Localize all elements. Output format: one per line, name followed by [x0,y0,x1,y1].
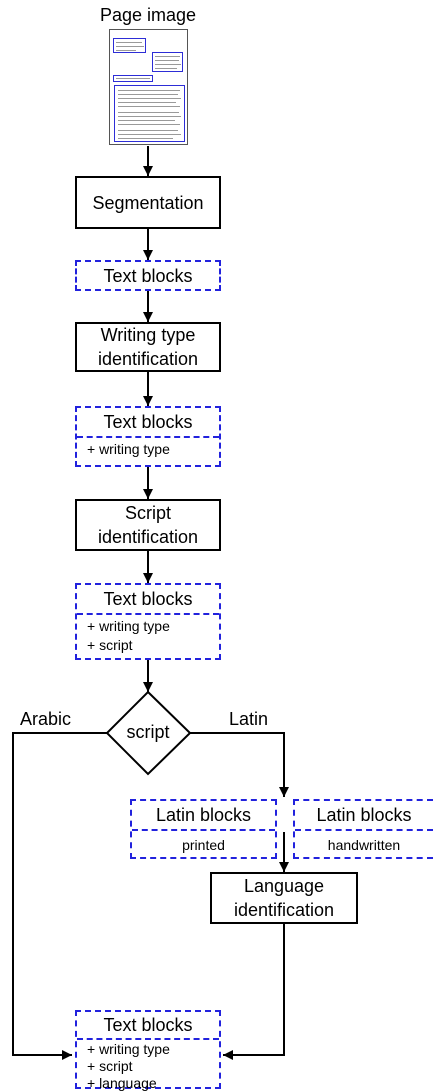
decision-label: script [126,722,170,742]
latin-blocks-handwritten-sub: handwritten [295,829,433,860]
latin-blocks-handwritten-title: Latin blocks [316,804,412,825]
latin-branch-label: Latin [229,709,269,729]
decision-diamond [105,690,192,776]
text-blocks-title-2: Text blocks [103,411,193,432]
latin-blocks-printed-box: Latin blocks printed [130,799,277,859]
latin-blocks-printed-sub: printed [132,829,275,860]
arrow-latin-branch [190,732,289,797]
text-blocks-box-2: Text blocks + writing type [75,406,221,467]
attribute-line: + writing type [87,441,170,457]
segmentation-box: Segmentation [75,176,221,229]
writing-type-identification-line-1: Writing type [100,325,196,345]
writing-type-identification-box: Writing type identification [75,322,221,372]
writing-type-identification-line-2: identification [97,349,199,369]
text-blocks-box-final: Text blocks + writing type + script + la… [75,1010,221,1091]
language-identification-line-1: Language [243,876,325,896]
text-blocks-attributes-2: + writing type [77,436,219,461]
language-identification-box: Language identification [210,872,358,924]
text-blocks-attributes-3: + writing type + script [77,613,219,657]
arrow-arabic-branch [12,732,107,1060]
script-identification-line-1: Script [124,503,171,523]
script-identification-line-2: identification [97,527,199,547]
attribute-line: + script [87,1058,133,1074]
latin-blocks-printed-title: Latin blocks [155,804,252,825]
attribute-line: + writing type [87,1041,170,1057]
arrow-language-to-final [223,924,285,1060]
language-identification-line-2: identification [233,900,335,920]
text-blocks-attributes-final: + writing type + script + language [77,1038,219,1091]
text-blocks-title-final: Text blocks [103,1014,193,1035]
arabic-branch-label: Arabic [20,709,72,729]
segmentation-label: Segmentation [92,192,204,213]
text-blocks-box-3: Text blocks + writing type + script [75,583,221,660]
page-image-thumbnail [109,29,188,145]
text-blocks-box-1: Text blocks [75,260,221,291]
page-image-label: Page image [99,5,197,25]
attribute-line: + writing type [87,618,170,634]
text-blocks-title-1: Text blocks [103,265,193,286]
script-identification-box: Script identification [75,499,221,551]
text-blocks-title-3: Text blocks [103,588,193,609]
latin-blocks-handwritten-box: Latin blocks handwritten [293,799,433,859]
attribute-line: + script [87,637,133,653]
attribute-line: + language [87,1075,157,1091]
